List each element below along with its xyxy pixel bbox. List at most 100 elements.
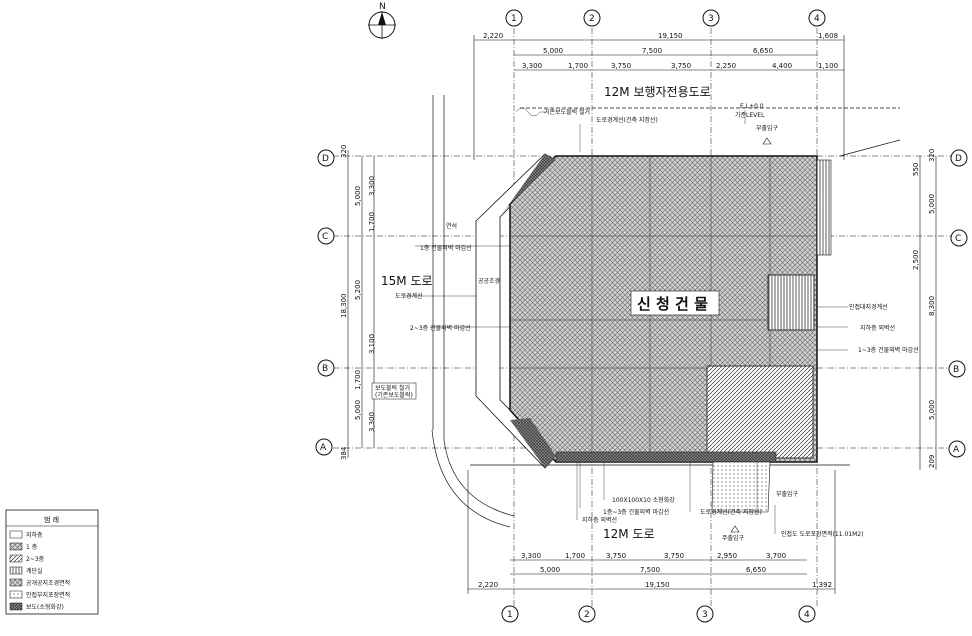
grid-row-b-right: B [953,365,959,375]
top-dim-r3-1: 1,700 [568,62,588,70]
anno-top-boundary: 도로경계선(건축 지정선) [596,116,658,124]
legend-swatch-0 [9,530,23,539]
legend-item-6: 보도(소형화강) [26,603,64,611]
grid-row-d: D [322,154,329,164]
left-dimensions: 18,300 5,000 1,700 5,200 3,100 1,700 5,0… [340,145,376,460]
right-stair-strip [816,159,832,256]
left-dim-3: 3,100 [368,334,376,354]
legend-swatch-1 [9,542,23,551]
top-dimensions: 2,220 19,150 1,608 5,000 7,500 6,650 3,3… [483,32,838,70]
bot-dim-r3-2: 1,392 [812,581,832,589]
road-bottom: 12M 도로 [603,527,655,541]
anno-top-curve: 기존보도블럭 철거 [544,108,590,116]
right-dim-4: 550 [912,163,920,176]
road-left: 15M 도로 [381,274,433,288]
anno-left-boundary: 도로경계선 [395,292,423,300]
building-label: 신 청 건 물 [637,295,708,313]
anno-bottom-area: 인접도 도로포장면적(11.01M2) [781,530,863,538]
corner-fill-bottom [510,418,556,468]
legend-item-4: 공개공지조경면적 [26,579,70,587]
legend-swatch-5 [9,590,23,599]
bot-dim-r1-1: 1,700 [565,552,585,560]
bot-dim-r3-0: 2,220 [478,581,498,589]
anno-right-adjacent: 인접대지경계선 [849,303,888,311]
left-dim-6: 3,300 [368,176,376,196]
top-dim-r2-0: 5,000 [543,47,563,55]
top-dim-r1-1: 19,150 [658,32,683,40]
anno-left-curb: 연석 [446,222,457,230]
anno-bottom-basement: 지하층 외벽선 [582,516,617,524]
main-entrance-marker [730,525,740,533]
legend-item-5: 인접부지포장면적 [26,591,70,599]
anno-right-setback: 지하층 외벽선 [860,324,895,332]
left-dim-8: 320 [340,145,348,158]
stair-core [767,274,815,331]
top-dim-r3-6: 1,100 [818,62,838,70]
anno-bottom-block: 100X100X10 소형화강 [612,496,675,504]
grid-bubbles-right: D C B A [948,149,968,458]
grid-col-3-bottom: 3 [702,610,708,620]
legend-swatch-3 [9,566,23,575]
anno-top-entrance: 부출입구 [756,124,779,132]
legend-swatch-2 [9,554,23,563]
legend-item-1: 1 층 [26,543,38,551]
anno-main-entrance: 주출입구 [722,534,745,542]
anno-bottom-entrance: 부출입구 [776,490,799,498]
left-dim-1: 1,700 [368,212,376,232]
grid-col-4-bottom: 4 [804,610,810,620]
top-dim-r1-2: 1,608 [818,32,838,40]
legend-item-0: 지하층 [26,531,43,539]
left-dim-4: 1,700 [354,370,362,390]
right-dimension-lines [919,156,937,470]
north-arrow: N [368,2,396,39]
top-dim-r3-0: 3,300 [522,62,542,70]
grid-row-b: B [322,364,328,374]
paving-area [711,461,771,513]
road-top: 12M 보행자전용도로 [604,84,711,99]
floor-2-3-area [706,365,814,459]
sidewalk-note-box [371,382,417,400]
bottom-dimensions: 3,300 1,700 3,750 3,750 2,950 3,700 5,00… [478,552,832,589]
grid-bubbles-bottom: 1 2 3 4 [501,605,816,623]
grid-col-2-bottom: 2 [584,610,590,620]
anno-left-public: 공공조경 [478,278,500,285]
bot-dim-r1-2: 3,750 [606,552,626,560]
grid-row-a: A [320,443,327,453]
bot-dim-r2-2: 6,650 [746,566,766,574]
left-dimension-lines [347,150,375,458]
bot-dim-r2-0: 5,000 [540,566,560,574]
bot-dim-r1-5: 3,700 [766,552,786,560]
right-dim-3: 5,000 [928,400,936,420]
legend-swatch-4 [9,578,23,587]
bottom-sidewalk [555,451,777,463]
grid-col-4: 4 [814,14,820,24]
anno-left-wall-23f: 2~3층 건물외벽 마감선 [410,324,471,332]
grid-row-c-right: C [955,234,961,244]
north-label: N [379,2,386,12]
top-dim-r1-0: 2,220 [483,32,503,40]
anno-bottom-boundary: 도로경계선(건축 지정선) [700,508,762,516]
left-dim-total: 18,300 [340,294,348,319]
grid-col-1: 1 [511,14,517,24]
top-dim-r3-2: 3,750 [611,62,631,70]
anno-bottom-wall: 1층~3층 건물외벽 마감선 [603,508,669,516]
grid-col-3: 3 [708,14,714,24]
grid-bubbles-left: D C B A [315,149,335,456]
top-dim-r2-2: 6,650 [753,47,773,55]
top-dimension-lines [473,35,845,160]
top-entrance-marker [762,137,772,145]
grid-row-a-right: A [953,445,960,455]
left-dim-5: 5,000 [354,400,362,420]
legend-item-2: 2~3층 [26,555,45,563]
left-dim-2: 5,200 [354,280,362,300]
right-dim-2: 8,300 [928,296,936,316]
right-dim-6: 209 [928,455,936,468]
grid-col-2: 2 [589,14,595,24]
right-dim-5: 320 [928,149,936,162]
annotations [404,107,848,534]
grid-col-1-bottom: 1 [507,610,513,620]
right-dim-0: 5,000 [928,194,936,214]
legend-item-3: 계단실 [26,567,43,575]
anno-right-wall: 1~3층 건물외벽 마감선 [858,346,919,354]
